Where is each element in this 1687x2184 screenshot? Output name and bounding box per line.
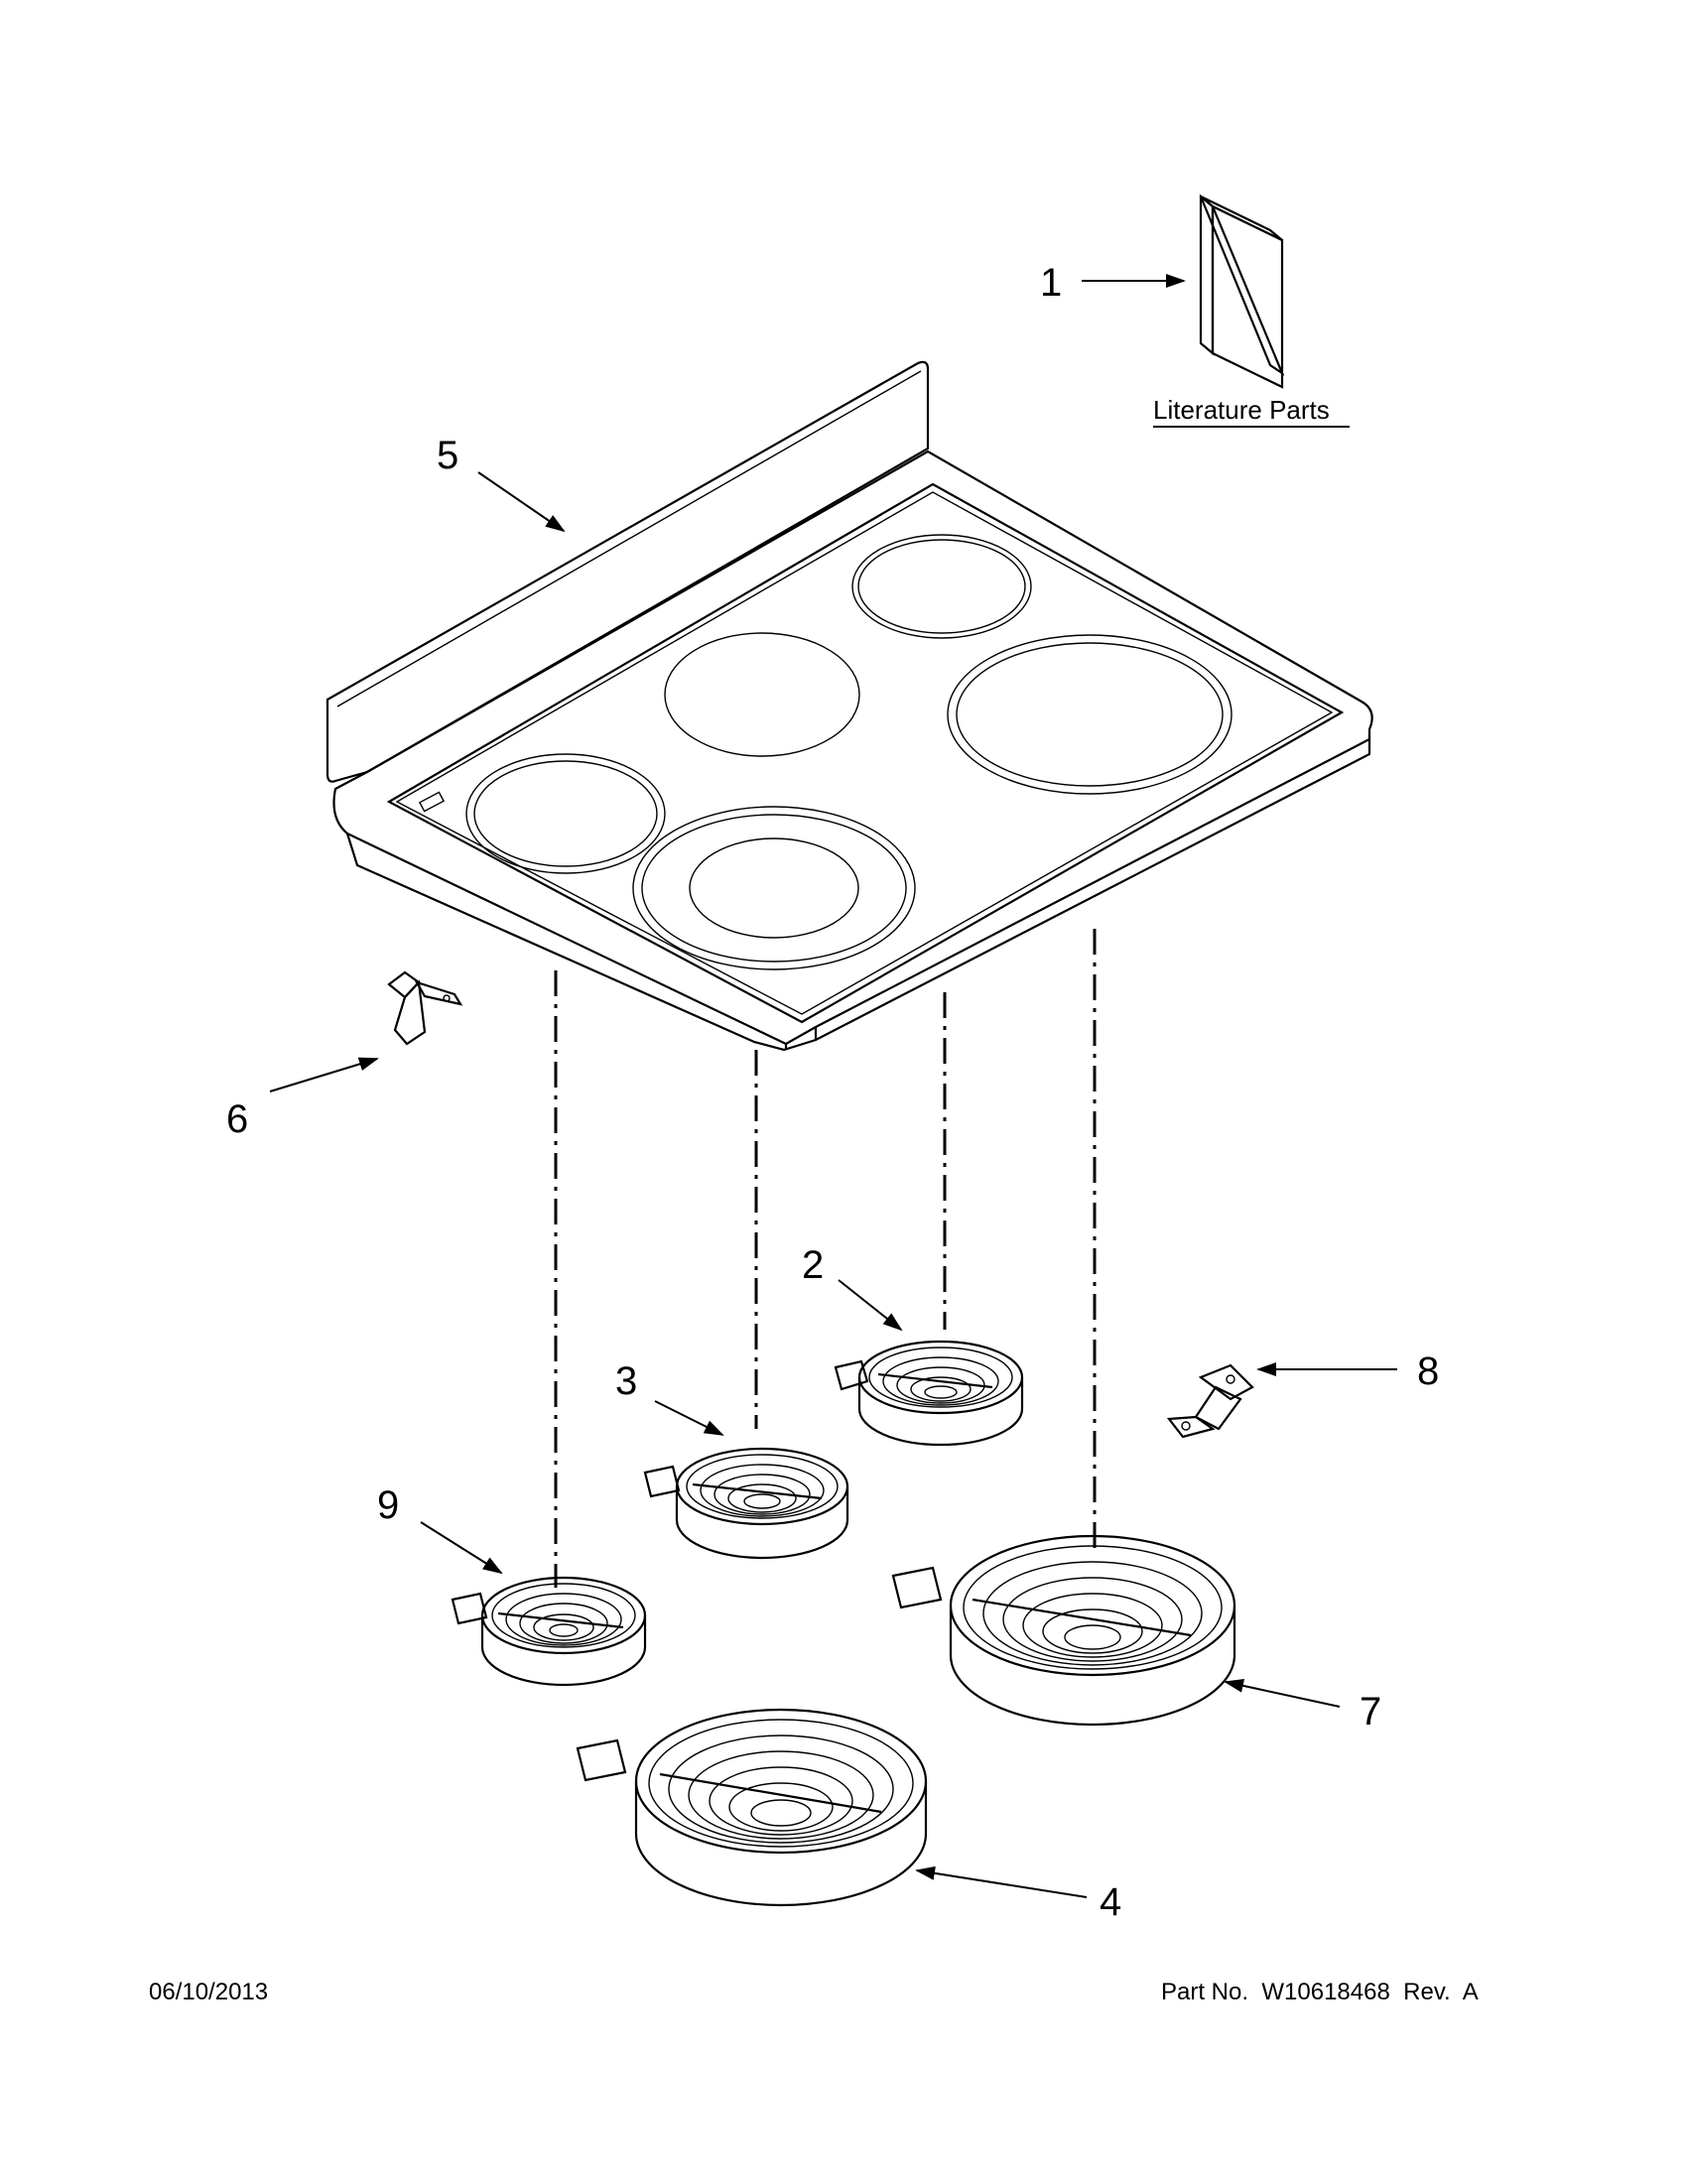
literature-booklet [1199,193,1285,389]
footer-part-number: Part No. W10618468 Rev. A [1161,1979,1479,2005]
arrow-7 [1224,1678,1341,1708]
burner-mark-left-front [632,806,916,970]
surface-element-small-center [643,1447,849,1560]
mounting-clip [1166,1363,1254,1439]
burner-mark-right-rear [851,534,1032,639]
footer-date: 06/10/2013 [149,1979,269,2005]
arrow-5 [477,471,566,533]
callout-3: 3 [615,1359,637,1403]
callout-7: 7 [1360,1690,1381,1734]
burner-mark-right-front [947,634,1233,795]
callout-6: 6 [226,1097,248,1141]
arrow-3 [654,1400,724,1436]
callout-1: 1 [1040,261,1062,305]
cooktop-main-top [325,360,1373,1052]
burner-mark-center [664,632,860,757]
bracket-clip [387,970,463,1046]
literature-parts-label: Literature Parts [1153,395,1330,425]
callout-5: 5 [437,434,458,477]
burner-mark-left-rear [465,753,666,874]
callout-4: 4 [1100,1880,1121,1924]
callout-2: 2 [802,1243,824,1287]
surface-element-small-rear [834,1340,1024,1447]
surface-element-large-right [891,1534,1236,1727]
arrow-6 [269,1057,379,1092]
surface-element-small-left [451,1576,647,1687]
surface-element-large-front [576,1708,928,1907]
arrow-4 [915,1865,1088,1898]
callout-9: 9 [377,1483,399,1527]
callout-8: 8 [1417,1349,1439,1393]
arrow-2 [838,1279,903,1332]
arrow-9 [420,1521,503,1575]
